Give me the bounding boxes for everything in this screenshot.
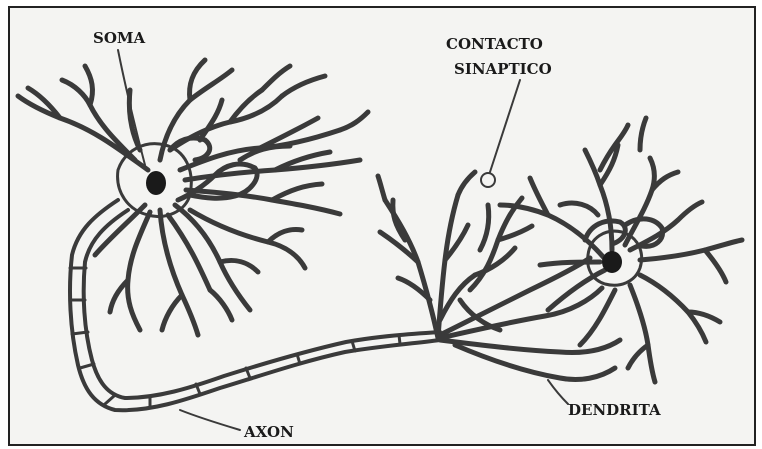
axon (70, 200, 440, 410)
synaptic-contact-label-line2: SINAPTICO (454, 61, 552, 78)
left-nucleus (146, 171, 166, 195)
right-nucleus (602, 251, 622, 273)
dendrite-label: DENDRITA (568, 402, 661, 419)
right-neuron-dendrites (500, 118, 742, 382)
axon-label: AXON (244, 424, 294, 441)
synaptic-contact-label-line1: CONTACTO (446, 36, 543, 53)
synapse-marker (481, 173, 495, 187)
soma-label: SOMA (93, 30, 145, 47)
